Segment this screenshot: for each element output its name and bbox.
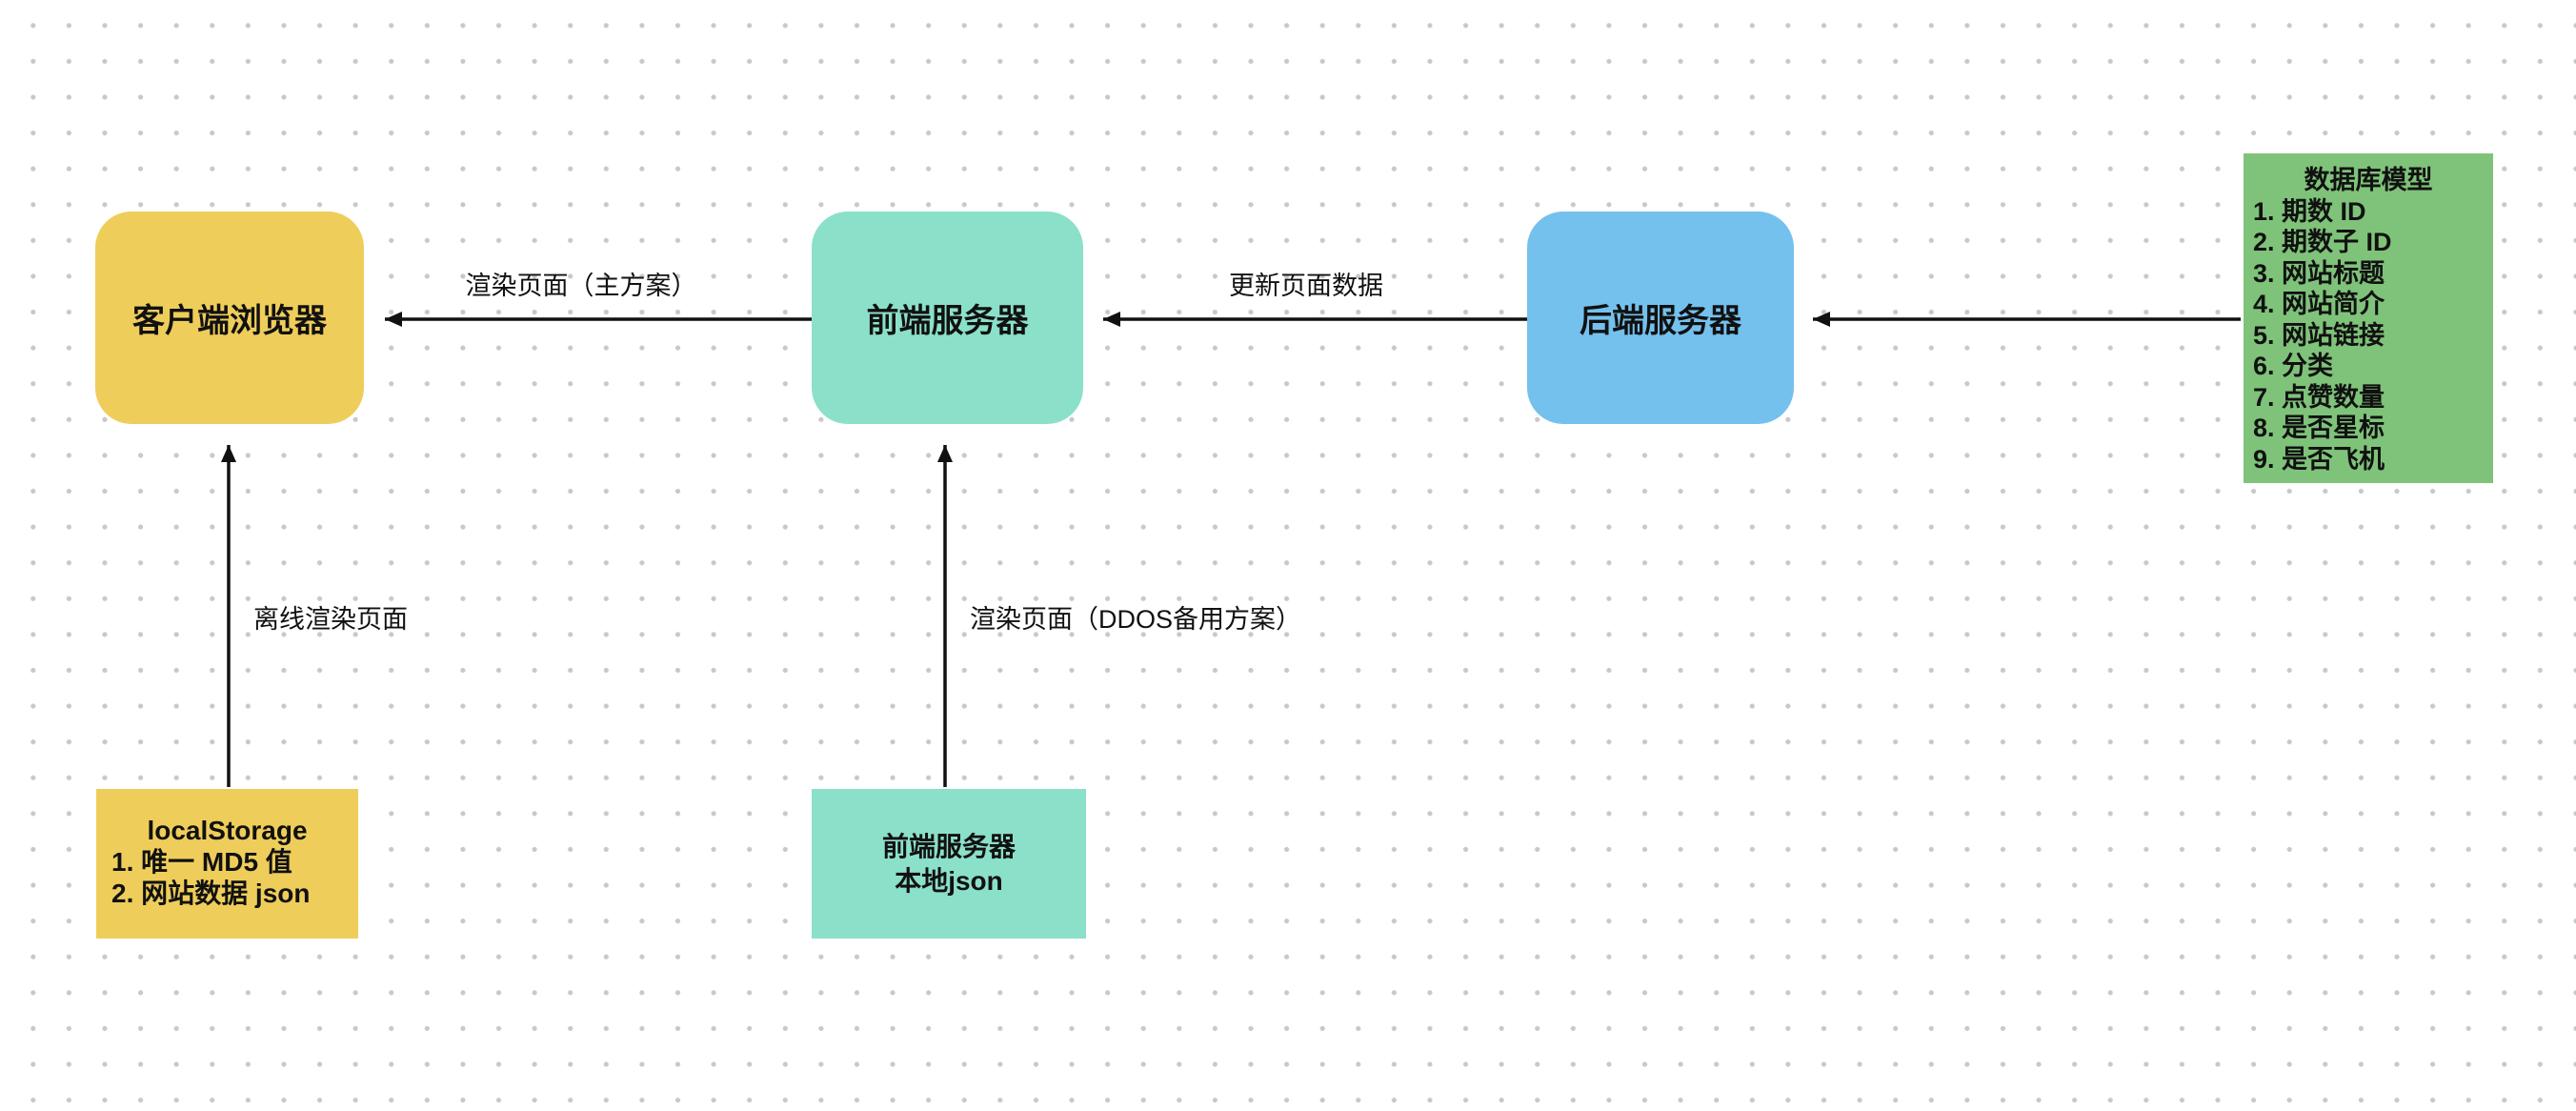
database-model-item: 7. 点赞数量 <box>2253 382 2385 412</box>
local-storage-item: 2. 网站数据 json <box>111 879 311 908</box>
database-model-item: 4. 网站简介 <box>2253 290 2385 318</box>
node-database-model[interactable]: 数据库模型 1. 期数 ID 2. 期数子 ID 3. 网站标题 4. 网站简介… <box>2244 153 2493 483</box>
database-model-item: 3. 网站标题 <box>2253 258 2385 288</box>
node-client-browser[interactable]: 客户端浏览器 <box>95 212 364 424</box>
edge-label-render-ddos-backup[interactable]: 渲染页面（DDOS备用方案） <box>970 605 1302 634</box>
database-model-item: 1. 期数 ID <box>2253 196 2366 226</box>
node-frontend-local-json-label: 前端服务器 本地json <box>881 831 1016 896</box>
node-frontend-server-label: 前端服务器 <box>866 303 1029 339</box>
edge-label-update-page-data[interactable]: 更新页面数据 <box>1229 272 1383 300</box>
node-backend-server[interactable]: 后端服务器 <box>1527 212 1794 424</box>
node-client-browser-label: 客户端浏览器 <box>132 303 327 339</box>
edge-label-render-main-plan[interactable]: 渲染页面（主方案） <box>465 272 697 300</box>
database-model-item: 5. 网站链接 <box>2253 320 2385 350</box>
node-backend-server-label: 后端服务器 <box>1580 303 1741 339</box>
database-model-title: 数据库模型 <box>2304 166 2433 194</box>
database-model-item: 9. 是否飞机 <box>2253 444 2385 474</box>
edge-label-offline-render[interactable]: 离线渲染页面 <box>253 605 408 634</box>
local-storage-title: localStorage <box>147 816 308 845</box>
database-model-item: 6. 分类 <box>2253 352 2334 380</box>
node-local-storage[interactable]: localStorage 1. 唯一 MD5 值 2. 网站数据 json <box>96 789 358 939</box>
node-frontend-server[interactable]: 前端服务器 <box>812 212 1083 424</box>
local-storage-item: 1. 唯一 MD5 值 <box>111 847 292 877</box>
node-frontend-local-json[interactable]: 前端服务器 本地json <box>812 789 1086 939</box>
database-model-item: 2. 期数子 ID <box>2253 228 2392 256</box>
database-model-item: 8. 是否星标 <box>2253 414 2385 442</box>
